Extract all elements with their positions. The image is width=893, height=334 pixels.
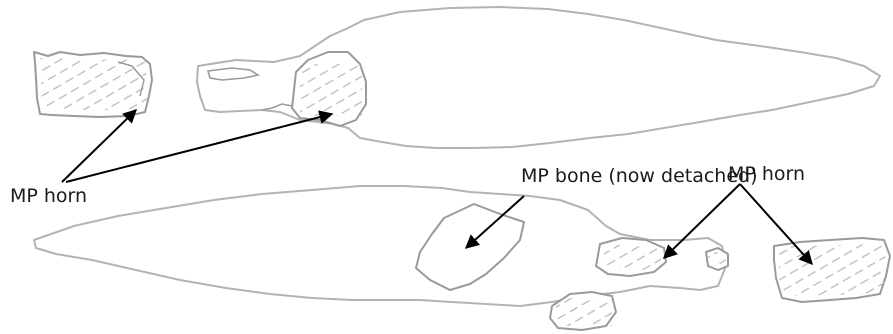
- right-horn-hatching: [778, 244, 886, 296]
- label-bone: MP bone (now detached): [521, 165, 758, 187]
- bottom-right-horn-hatching: [708, 252, 726, 266]
- top-row-fragments: [34, 7, 880, 148]
- bottom-lower-horn-hatching: [556, 298, 612, 326]
- label-right-horn: MP horn: [728, 163, 805, 185]
- top-horn-hatching: [300, 64, 362, 116]
- bottom-middle-horn-hatching: [604, 244, 662, 270]
- arrow-to-left-horn: [62, 110, 136, 182]
- arrow-to-top-horn-patch: [66, 114, 332, 182]
- label-left-horn: MP horn: [10, 185, 87, 207]
